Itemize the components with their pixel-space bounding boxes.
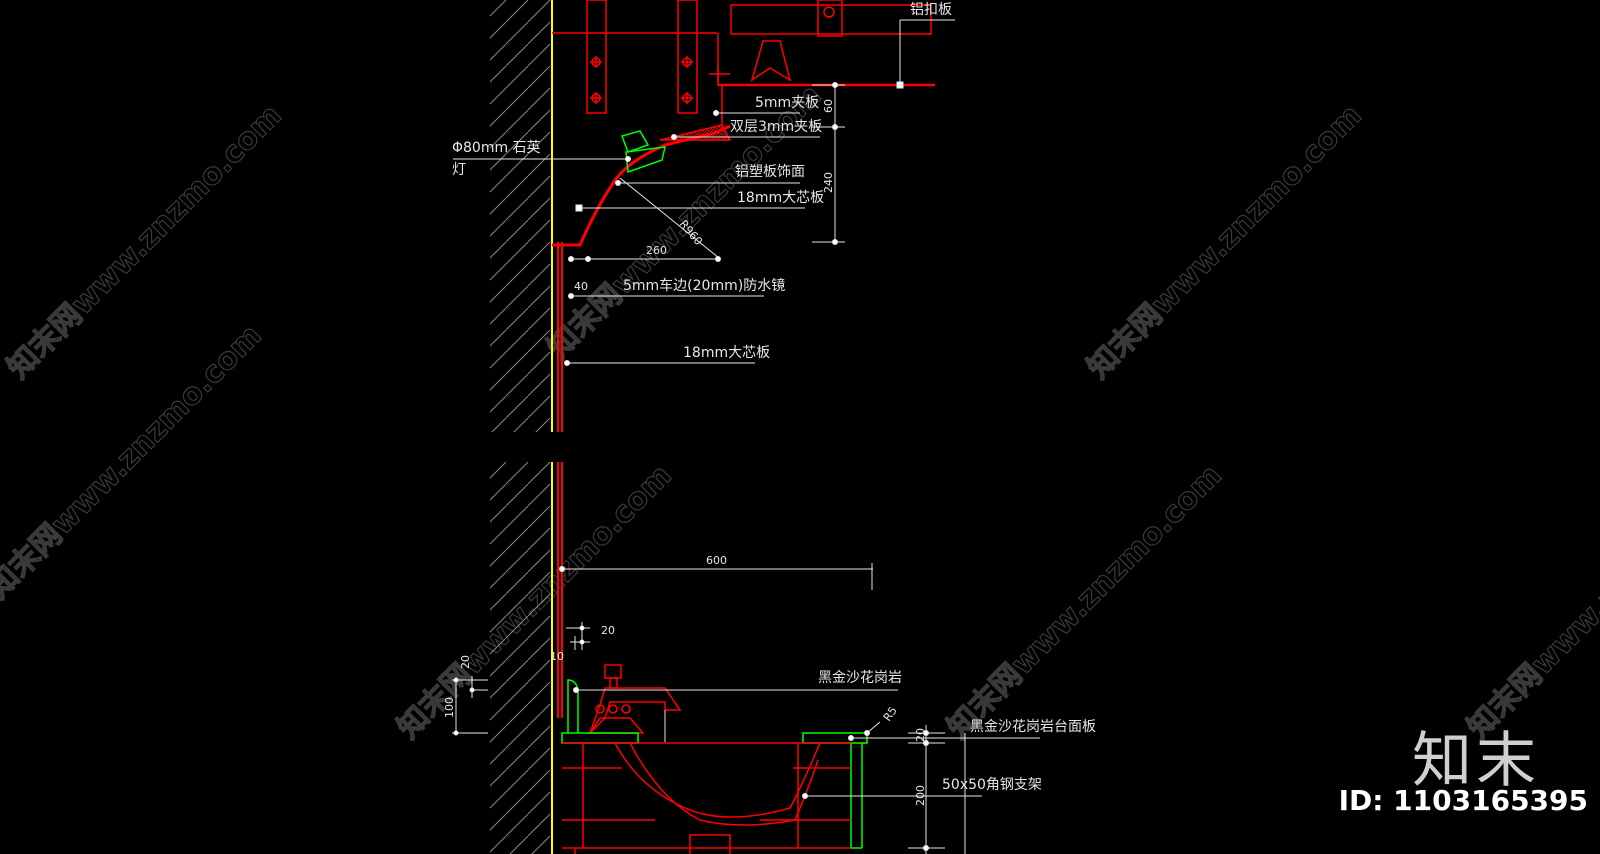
annotation-labels: 铝扣板 5mm夹板 双层3mm夹板 Φ80mm 石英 灯 铝塑板饰面 18mm大… [452, 2, 1096, 793]
label-plywood-5mm: 5mm夹板 [755, 95, 819, 111]
label-blockboard-18mm-upper: 18mm大芯板 [737, 190, 824, 206]
label-quartz-lamp-line2: 灯 [452, 162, 466, 178]
quartz-lamp [621, 130, 666, 174]
dim-20-right: 20 [601, 624, 615, 637]
dim-60: 60 [822, 99, 835, 113]
dimension-line-vertical-top [812, 82, 845, 245]
label-aluminum-buckle-plate: 铝扣板 [910, 2, 952, 18]
label-mirror: 5mm车边(20mm)防水镜 [623, 277, 785, 294]
watermark-text: 知末网www.znzmo.com [941, 458, 1229, 746]
dim-240: 240 [822, 172, 835, 193]
dim-10: 10 [550, 650, 564, 663]
label-blockboard-18mm-lower: 18mm大芯板 [683, 345, 770, 361]
label-quartz-lamp-line1: Φ80mm 石英 [452, 139, 541, 156]
leader-lines-top [453, 19, 955, 366]
mirror-board-lines [557, 242, 563, 718]
dim-r5: R5 [881, 704, 900, 723]
dim-40: 40 [574, 280, 588, 293]
dim-20-counter: 20 [914, 728, 927, 742]
label-granite-countertop: 黑金沙花岗岩台面板 [970, 719, 1096, 735]
dim-600: 600 [706, 554, 727, 567]
label-aluminum-plastic-facing: 铝塑板饰面 [735, 164, 805, 180]
dim-100: 100 [443, 697, 456, 718]
label-double-plywood-3mm: 双层3mm夹板 [730, 119, 822, 135]
brand-logo-text: 知末 [1412, 726, 1540, 796]
watermark-text: 知末网www.znzmo.com [1461, 458, 1600, 746]
faucet [588, 664, 682, 742]
dim-260: 260 [646, 244, 667, 257]
dim-200: 200 [914, 785, 927, 806]
label-granite: 黑金沙花岗岩 [818, 670, 902, 686]
washbasin [562, 742, 851, 854]
resource-id: ID: 1103165395 [1338, 784, 1588, 817]
dim-20-left: 20 [459, 655, 472, 669]
dimension-line-vertical-lower [908, 725, 945, 854]
dimension-line-600 [559, 563, 873, 590]
wall-hatch [490, 0, 550, 854]
label-angle-steel-bracket: 50x50角钢支架 [942, 777, 1042, 793]
ceiling-structure [552, 0, 935, 141]
leader-lines-lower [573, 687, 1040, 854]
watermark-text: 知末网www.znzmo.com [1081, 98, 1369, 386]
dimension-marks-small [452, 622, 590, 736]
